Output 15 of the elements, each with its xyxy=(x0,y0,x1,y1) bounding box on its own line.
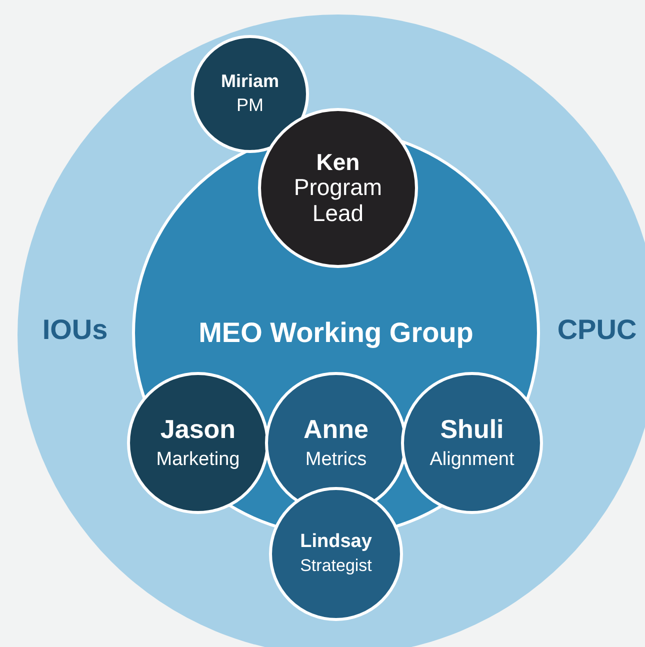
stakeholder-label: IOUs xyxy=(42,314,108,346)
role-label: Strategist xyxy=(300,557,372,576)
name-label: Anne xyxy=(304,415,368,444)
name-label: Miriam xyxy=(220,72,280,92)
role-label: PM xyxy=(236,96,264,116)
role-label: Alignment xyxy=(430,450,514,471)
role-label: Metrics xyxy=(305,450,367,471)
role-label: Program Lead xyxy=(292,175,384,226)
name-label: Shuli xyxy=(440,415,504,444)
stakeholder-label: CPUC xyxy=(557,314,637,346)
group-title: MEO Working Group xyxy=(198,318,474,348)
name-label: Lindsay xyxy=(300,532,372,554)
name-label: Jason xyxy=(160,415,236,444)
role-label: Marketing xyxy=(156,450,240,471)
name-label: Ken xyxy=(316,150,360,176)
